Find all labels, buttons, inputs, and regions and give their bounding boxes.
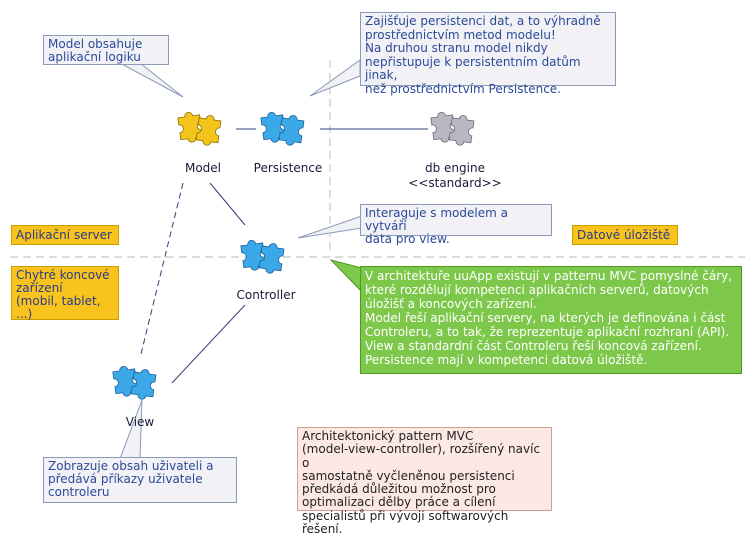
info-note-pointer [329, 259, 363, 294]
model-puzzle-icon [176, 110, 223, 148]
data-storage-zone-label: Datové úložiště [572, 225, 678, 245]
controller-label: Controller [236, 288, 296, 302]
model-note-pointer [119, 62, 184, 98]
app-server-zone-label: Aplikační server [11, 225, 119, 245]
model-note: Model obsahuje aplikační logiku [43, 35, 169, 65]
devices-zone-label: Chytré koncové zařízení (mobil, tablet, … [11, 266, 119, 321]
persistence-note: Zajišťuje persistenci dat, a to výhradně… [360, 12, 616, 95]
controller-view-connector [171, 304, 246, 384]
model-controller-connector [209, 182, 246, 226]
diagram-canvas [10, 59, 745, 460]
model-view-connector [139, 182, 184, 359]
view-label: View [125, 415, 155, 429]
persistence-note-pointer [309, 59, 361, 97]
controller-note: Interaguje s modelem a vytváří data pro … [360, 204, 552, 246]
db-engine-puzzle-icon [429, 110, 476, 148]
mvc-pattern-note: Architektonický pattern MVC (model-view-… [297, 427, 552, 536]
competence-info-box: V architektuře uuApp existují v patternu… [360, 266, 742, 374]
view-puzzle-icon [111, 364, 158, 402]
persistence-puzzle-icon [259, 110, 306, 148]
view-note-pointer [119, 399, 143, 460]
db-engine-label: db engine <<standard>> [408, 161, 502, 190]
persistence-label: Persistence [253, 161, 323, 175]
model-label: Model [184, 161, 222, 175]
view-note: Zobrazuje obsah uživateli a předává přík… [43, 457, 237, 503]
